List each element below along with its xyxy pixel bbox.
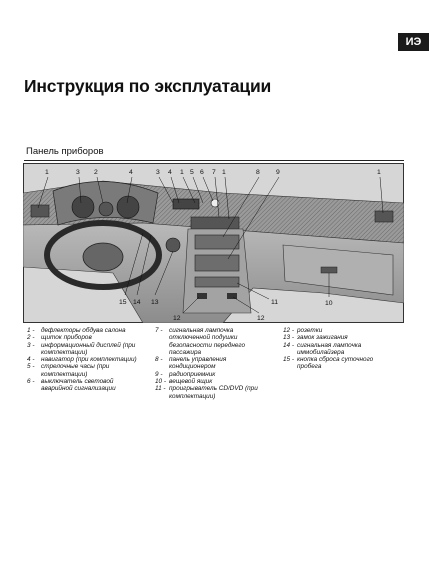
- legend-item: 5 - стрелочные часы (при комплектации): [27, 363, 145, 378]
- callout-3a: 3: [76, 169, 80, 176]
- callout-7: 7: [212, 169, 216, 176]
- legend-number: 9 -: [155, 370, 163, 378]
- legend-item: 4 - навигатор (при комплектации): [27, 356, 145, 363]
- socket-left: [197, 293, 207, 299]
- callout-1a: 1: [45, 169, 49, 176]
- legend-text: сигнальная лампочка отключенной подушки …: [169, 327, 246, 356]
- legend-text: выключатель световой аварийной сигнализа…: [41, 378, 116, 393]
- callout-12b: 12: [257, 315, 265, 322]
- callout-13: 13: [151, 299, 159, 306]
- section-title: Панель приборов: [26, 146, 104, 157]
- section-divider: [24, 160, 404, 161]
- legend-item: 14 -сигнальная лампочка иммобилайзера: [283, 342, 399, 357]
- vent-center: [190, 216, 240, 230]
- steering-hub: [82, 242, 124, 272]
- callout-lines-top: [37, 176, 384, 260]
- callout-1d: 1: [377, 169, 381, 176]
- legend-number: 15 -: [283, 356, 295, 364]
- dashboard-drawing: 1 3 2 4 3 4 1 5 6 7 1 8 9 1 15 14 13 12 …: [23, 163, 404, 323]
- gauge-left: [71, 195, 95, 219]
- legend-number: 2 -: [27, 334, 35, 342]
- callout-10: 10: [325, 300, 333, 307]
- legend-item: 8 - панель управления кондиционером: [155, 356, 273, 371]
- page-title: Инструкция по эксплуатации: [24, 76, 272, 96]
- legend-column-2: 7 - сигнальная лампочка отключенной подуш…: [155, 327, 273, 400]
- legend-column-1: 1 - дефлекторы обдува салона 2 - щиток при…: [27, 327, 145, 393]
- legend-text: проигрыватель CD/DVD (при комплектации): [169, 385, 258, 400]
- glovebox: [282, 244, 394, 296]
- climate-panel: [194, 234, 240, 250]
- legend-item: 11 -проигрыватель CD/DVD (при комплектац…: [155, 385, 273, 400]
- callout-4a: 4: [129, 169, 133, 176]
- ignition-lock: [165, 237, 181, 253]
- legend-number: 11 -: [155, 385, 166, 393]
- legend-number: 14 -: [283, 341, 295, 349]
- callout-4b: 4: [168, 169, 172, 176]
- vent-left: [30, 204, 50, 218]
- legend-item: 9 - радиоприемник: [155, 371, 273, 378]
- callout-11: 11: [271, 299, 278, 306]
- callout-5: 5: [190, 169, 194, 176]
- legend-number: 4 -: [27, 356, 35, 364]
- legend-item: 15 -кнопка сброса суточного пробега: [283, 356, 399, 371]
- legend-number: 5 -: [27, 363, 35, 371]
- legend-text: щиток приборов: [41, 334, 92, 342]
- legend-text: вещевой ящик: [169, 378, 213, 386]
- legend-text: навигатор (при комплектации): [41, 356, 137, 364]
- legend-number: 10 -: [155, 378, 167, 386]
- legend-number: 13 -: [283, 334, 295, 342]
- socket-right: [227, 293, 237, 299]
- info-display: [172, 198, 200, 210]
- legend-text: дефлекторы обдува салона: [41, 327, 126, 334]
- legend-item: 1 - дефлекторы обдува салона: [27, 327, 145, 334]
- callout-1b: 1: [180, 169, 184, 176]
- steering-wheel: [44, 220, 162, 290]
- legend-number: 12 -: [283, 327, 295, 334]
- legend-number: 7 -: [155, 327, 163, 334]
- callout-12a: 12: [173, 315, 181, 322]
- callout-9: 9: [276, 169, 280, 176]
- callouts-bottom: 15 14 13 12 12 11 10: [119, 299, 333, 322]
- legend-text: розетки: [297, 327, 323, 334]
- gauge-right: [116, 195, 140, 219]
- callouts-top: 1 3 2 4 3 4 1 5 6 7 1 8 9 1: [45, 169, 381, 176]
- callout-3b: 3: [156, 169, 160, 176]
- legend-number: 6 -: [27, 378, 35, 386]
- callout-2: 2: [94, 169, 98, 176]
- legend-text: информационный дисплей (при комплектации…: [41, 341, 136, 356]
- dashboard-illustration: 1 3 2 4 3 4 1 5 6 7 1 8 9 1 15 14 13 12 …: [23, 163, 404, 323]
- legend-item: 12 -розетки: [283, 327, 399, 334]
- legend-item: 2 - щиток приборов: [27, 334, 145, 341]
- callout-15: 15: [119, 299, 127, 306]
- callout-6: 6: [200, 169, 204, 176]
- legend-text: панель управления кондиционером: [169, 356, 227, 371]
- cd-player: [194, 276, 240, 288]
- vent-right: [374, 210, 394, 223]
- legend-text: кнопка сброса суточного пробега: [297, 356, 374, 371]
- legend-item: 6 - выключатель световой аварийной сигнал…: [27, 378, 145, 393]
- radio-unit: [194, 254, 240, 272]
- legend-text: замок зажигания: [297, 334, 348, 342]
- callout-1c: 1: [222, 169, 226, 176]
- legend-text: сигнальная лампочка иммобилайзера: [297, 341, 362, 356]
- glovebox-handle: [320, 266, 338, 274]
- legend-number: 1 -: [27, 327, 35, 334]
- legend-number: 8 -: [155, 356, 163, 364]
- legend-item: 3 - информационный дисплей (при комплекта…: [27, 342, 145, 357]
- legend-item: 10 -вещевой ящик: [155, 378, 273, 385]
- gauge-center: [98, 201, 114, 217]
- callout-14: 14: [133, 299, 141, 306]
- legend-text: стрелочные часы (при комплектации): [41, 363, 110, 378]
- legend-number: 3 -: [27, 341, 35, 349]
- legend-item: 13 -замок зажигания: [283, 334, 399, 341]
- legend-column-3: 12 -розетки 13 -замок зажигания 14 -сигн…: [283, 327, 399, 371]
- callout-lines-bottom: [124, 232, 330, 314]
- legend-text: радиоприемник: [169, 370, 216, 378]
- legend-item: 7 - сигнальная лампочка отключенной подуш…: [155, 327, 273, 356]
- section-badge: ИЭ: [398, 33, 429, 51]
- callout-8: 8: [256, 169, 260, 176]
